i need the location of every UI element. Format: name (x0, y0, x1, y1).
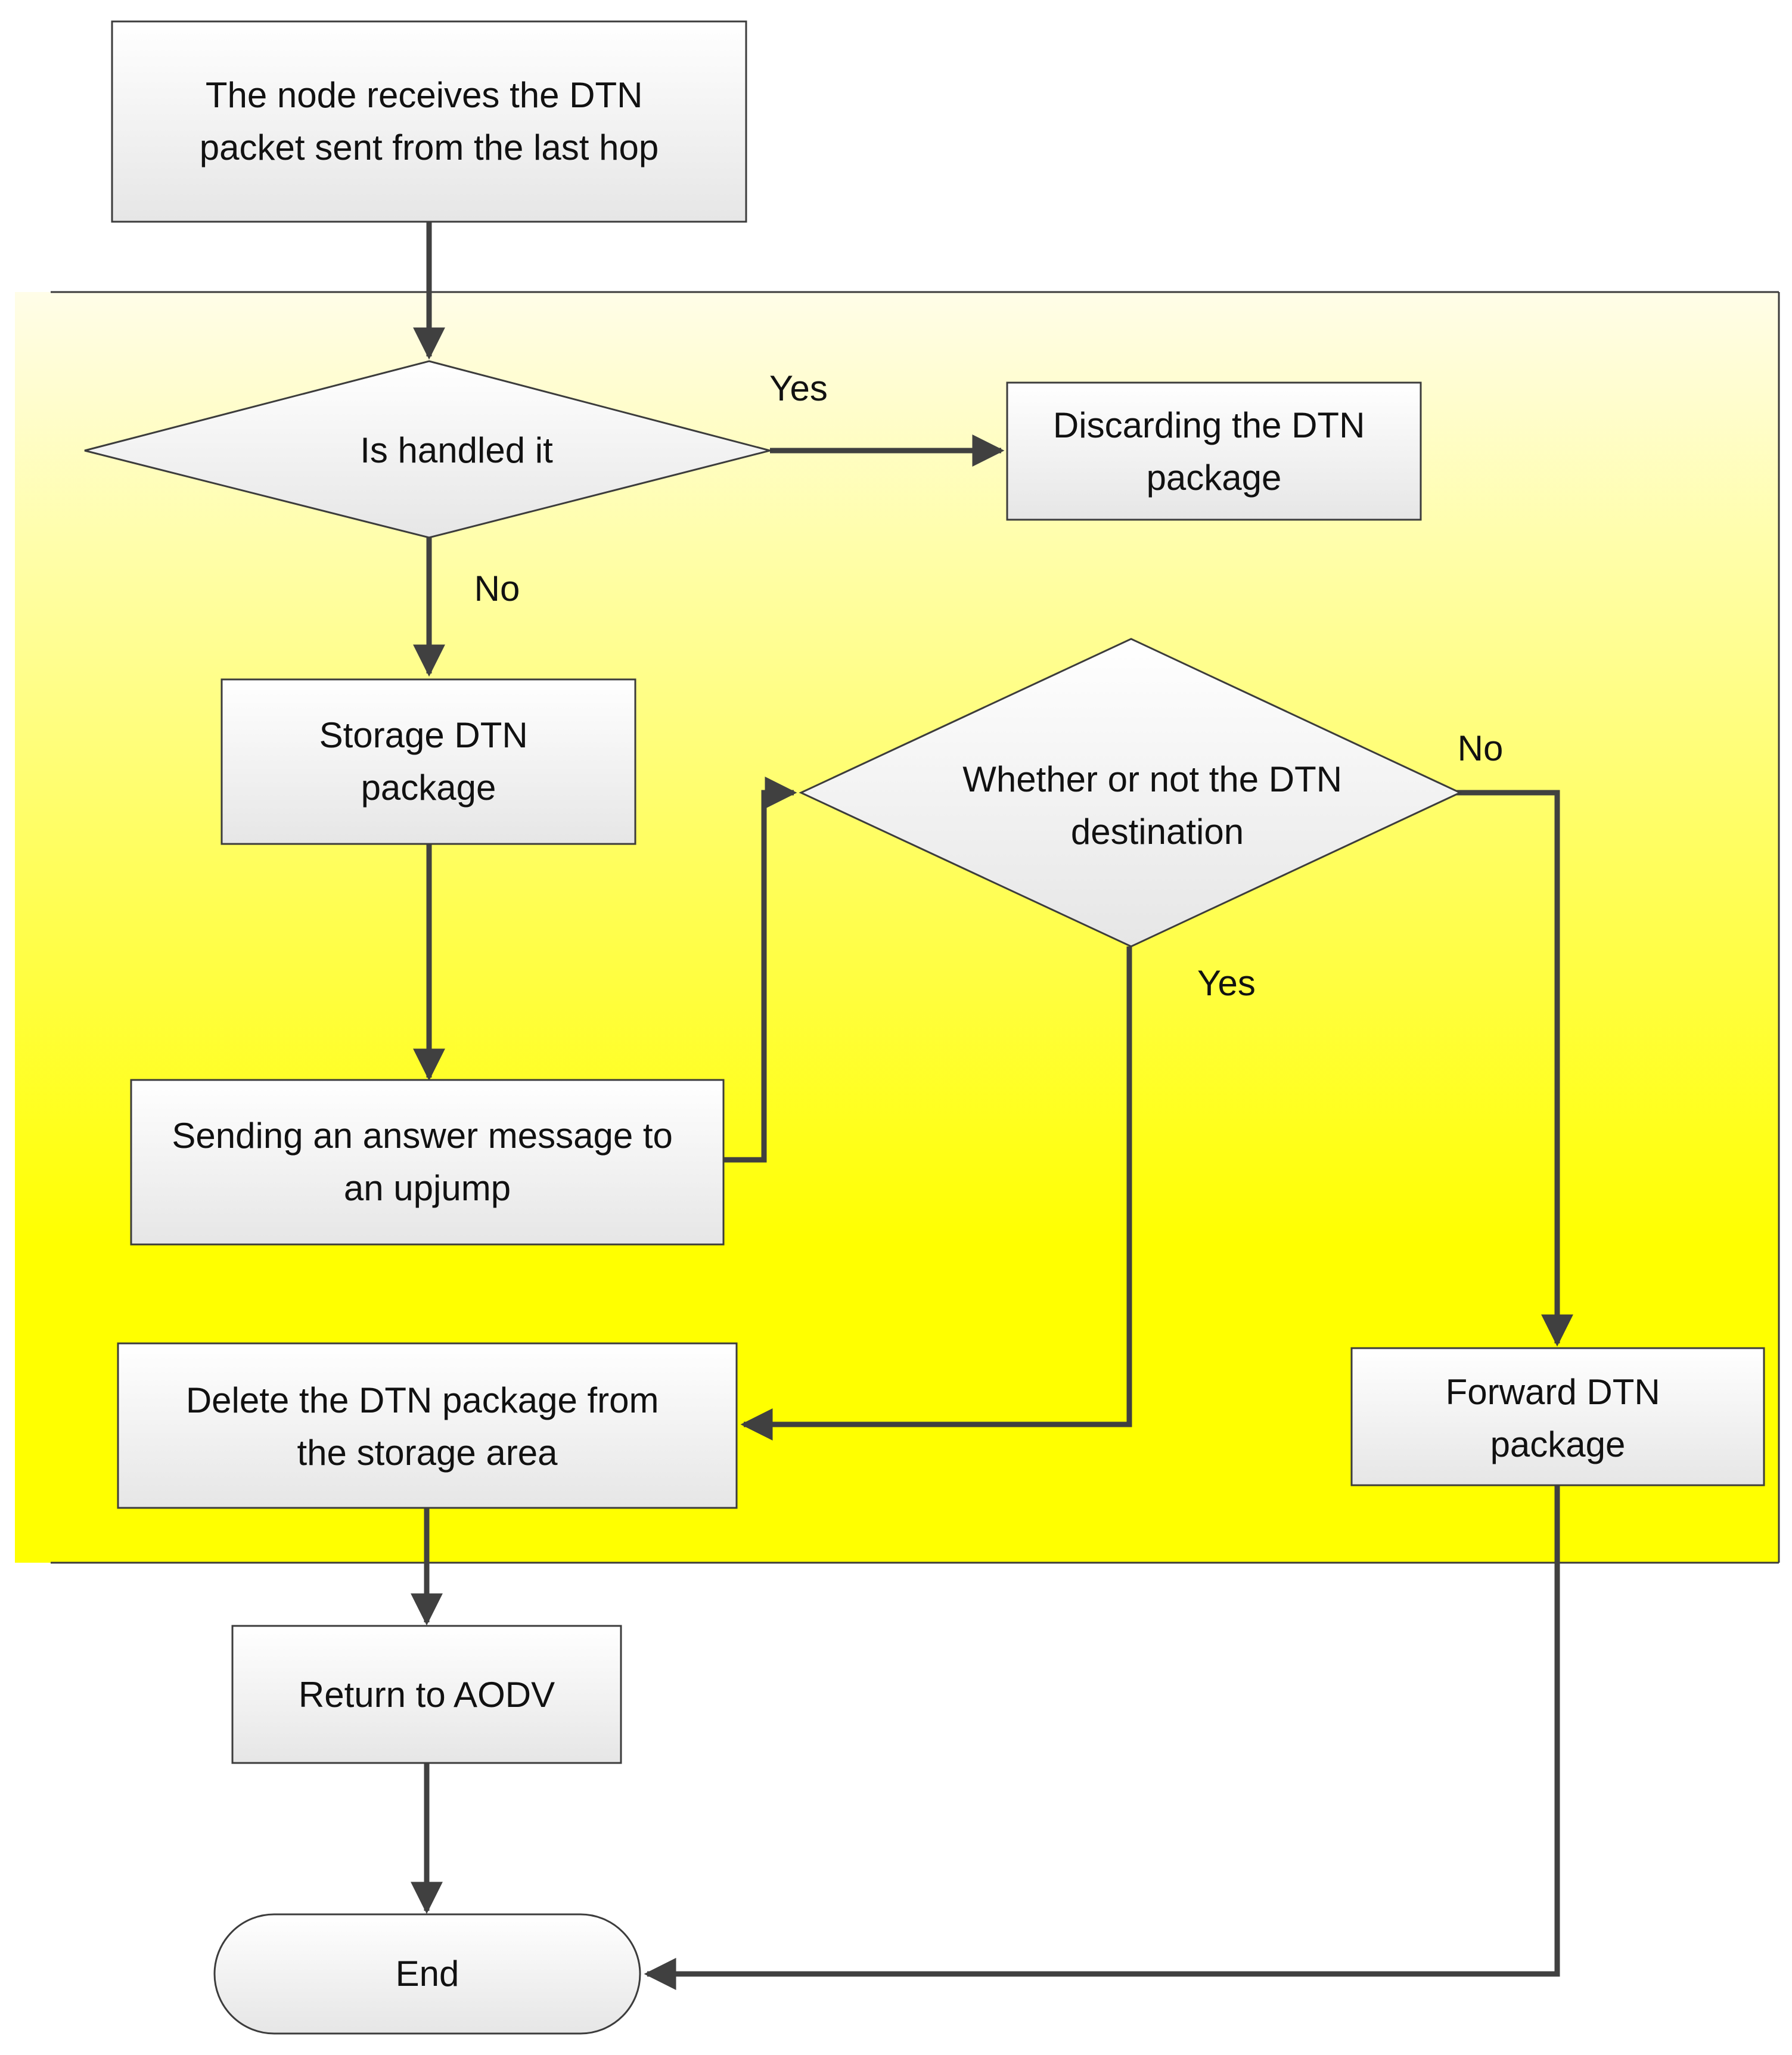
destination-yes-label: Yes (1197, 963, 1256, 1003)
forward-label-line-2: package (1490, 1424, 1626, 1464)
discard-label-line-1: Discarding the DTN (1053, 405, 1365, 445)
receive-label-line-2: packet sent from the last hop (200, 128, 659, 167)
handled-no-label: No (474, 569, 520, 609)
forward-label: Forward DTN package (1446, 1372, 1670, 1464)
discard-label: Discarding the DTN package (1053, 405, 1375, 498)
end-label-line-1: End (396, 1954, 459, 1994)
handled-decision (84, 360, 774, 539)
connector-answer-to-destination (722, 777, 797, 1163)
handled-label: Is handled it (360, 430, 553, 470)
return-label: Return to AODV (299, 1675, 555, 1715)
forward-label-line-1: Forward DTN (1446, 1372, 1660, 1412)
storage-label: Storage DTN package (319, 715, 538, 808)
forward-box (1350, 1347, 1765, 1486)
answer-label-line-1: Sending an answer message to (172, 1116, 673, 1156)
answer-box (130, 1079, 725, 1246)
receive-box (111, 20, 747, 223)
destination-decision (799, 638, 1462, 948)
destination-label-line-1: Whether or not the DTN (962, 759, 1342, 799)
delete-box (117, 1342, 738, 1509)
end-label: End (396, 1954, 459, 1994)
return-label-line-1: Return to AODV (299, 1675, 555, 1715)
node-labels: The node receives the DTN packet sent fr… (172, 75, 1670, 1994)
connector-destination-no-to-forward (1455, 790, 1573, 1347)
destination-label: Whether or not the DTN destination (962, 759, 1352, 852)
handled-label-line-1: Is handled it (360, 430, 553, 470)
storage-label-line-2: package (361, 768, 496, 808)
end-terminator (213, 1913, 641, 2035)
destination-no-label: No (1458, 728, 1504, 768)
destination-label-line-2: destination (1071, 812, 1244, 852)
connector-destination-yes-to-delete (740, 946, 1132, 1441)
connectors (411, 222, 1573, 1990)
connector-forward-to-end (644, 1484, 1560, 1990)
storage-label-line-1: Storage DTN (319, 715, 528, 755)
return-box (231, 1625, 622, 1764)
shapes (84, 20, 1765, 2035)
delete-label: Delete the DTN package from the storage … (186, 1380, 669, 1473)
receive-label: The node receives the DTN packet sent fr… (200, 75, 659, 167)
edge-labels: Yes No No Yes (474, 368, 1504, 1003)
discard-label-line-2: package (1147, 458, 1282, 498)
answer-label-line-2: an upjump (344, 1168, 511, 1208)
storage-box (220, 678, 636, 845)
discard-box (1006, 381, 1422, 521)
handled-yes-label: Yes (769, 368, 828, 408)
delete-label-line-1: Delete the DTN package from (186, 1380, 659, 1420)
answer-label: Sending an answer message to an upjump (172, 1116, 682, 1208)
receive-label-line-1: The node receives the DTN (206, 75, 643, 115)
delete-label-line-2: the storage area (297, 1433, 558, 1473)
